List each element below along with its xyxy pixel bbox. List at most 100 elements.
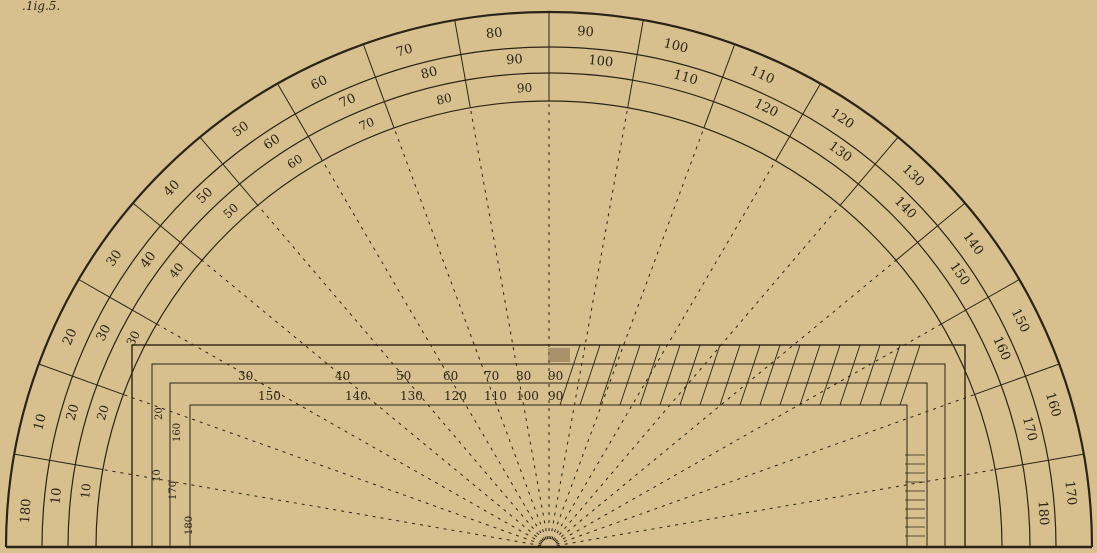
degree-ticks (14, 12, 1084, 471)
rect-tick (859, 344, 881, 406)
rect-top-label: 90 (548, 369, 563, 383)
outer-label: 170 (1061, 480, 1079, 506)
middle-label: 70 (337, 91, 358, 111)
rect-tick (879, 344, 901, 406)
rect-left-lower-label: 10 (152, 469, 163, 482)
middle-label: 20 (64, 402, 83, 422)
ray-70 (551, 127, 705, 540)
outer-label: 60 (309, 73, 330, 94)
inner-label: 80 (435, 91, 453, 108)
outer-label: 10 (31, 412, 50, 432)
middle-label: 110 (671, 67, 699, 88)
inner-label: 70 (357, 115, 377, 134)
rect-top-label: 60 (443, 369, 458, 383)
tick-50 (839, 136, 899, 206)
rect-tick (599, 344, 621, 406)
middle-label: 50 (194, 185, 216, 207)
tick-120 (277, 83, 323, 162)
ray-110 (393, 127, 547, 540)
outer-label: 140 (960, 229, 987, 258)
ray-20 (556, 393, 975, 545)
ray-40 (554, 259, 897, 543)
rect-bottom-label: 120 (444, 389, 467, 403)
outer-label: 150 (1008, 306, 1032, 335)
rect-tick (619, 344, 641, 406)
rect-tick (659, 344, 681, 406)
rect-tick (699, 344, 721, 406)
outer-label: 130 (899, 162, 927, 190)
inner-label: 50 (220, 201, 241, 222)
rect-left-upper-label: 20 (154, 407, 165, 420)
rect-left-upper-label: 160 (172, 423, 183, 442)
tick-170 (14, 453, 103, 471)
outer-label: 40 (161, 177, 183, 199)
inner-label: 90 (517, 81, 533, 96)
inner-scale-labels: 10 20 30 40 50 60 70 80 90 (78, 81, 532, 500)
ray-150 (156, 323, 543, 544)
rect-top-label: 50 (396, 369, 411, 383)
rect-bottom-label: 90 (548, 389, 563, 403)
tick-10 (995, 453, 1084, 471)
outer-label: 90 (577, 24, 595, 40)
rect-bottom-label: 140 (345, 389, 368, 403)
rect-left-lower-label: 180 (184, 516, 195, 535)
rect-bottom-label: 150 (258, 389, 281, 403)
ray-10 (556, 469, 996, 547)
dashed-rays (102, 101, 996, 547)
rect-bottom-label: 130 (400, 389, 423, 403)
rect-tick (559, 344, 581, 406)
rect-ticks (548, 344, 925, 537)
ray-100 (469, 107, 549, 540)
tick-110 (362, 44, 395, 129)
ray-160 (123, 393, 542, 545)
outer-label: 180 (18, 498, 35, 524)
rect-tick (639, 344, 661, 406)
middle-label: 40 (138, 249, 160, 271)
center-mark (548, 348, 570, 362)
middle-label: 90 (506, 52, 524, 68)
tick-60 (775, 83, 821, 162)
middle-label: 170 (1019, 415, 1040, 443)
rect-tick (719, 344, 741, 406)
rect-tick (739, 344, 761, 406)
tick-70 (703, 44, 736, 129)
tick-140 (132, 202, 203, 261)
tick-100 (454, 20, 471, 108)
scale-arc-3 (95, 100, 1003, 548)
rect-tick (799, 344, 821, 406)
rect-tick (839, 344, 861, 406)
ray-120 (322, 160, 546, 541)
rect-top-label: 40 (335, 369, 350, 383)
tick-20 (974, 363, 1060, 395)
outer-label: 80 (485, 26, 503, 43)
ray-60 (552, 160, 776, 541)
rect-tick (579, 344, 601, 406)
ray-50 (553, 205, 841, 542)
middle-label: 30 (94, 322, 115, 343)
tick-130 (199, 136, 259, 206)
rect-tick (899, 344, 921, 406)
rect-top-label: 70 (484, 369, 499, 383)
outer-label: 20 (60, 327, 80, 348)
ray-130 (257, 205, 545, 542)
rect-tick (679, 344, 701, 406)
rect-top-label: 80 (516, 369, 531, 383)
rect-frame-4 (189, 404, 908, 548)
ray-30 (555, 323, 942, 544)
inner-label: 40 (166, 260, 186, 281)
ray-170 (102, 469, 542, 547)
middle-label: 180 (1034, 500, 1051, 526)
figure-label: .1ig.5. (22, 0, 60, 13)
rect-bottom-label: 100 (516, 389, 539, 403)
tick-80 (627, 20, 644, 108)
inner-label: 60 (285, 152, 305, 172)
outer-label: 50 (230, 119, 252, 141)
inner-label: 10 (78, 483, 94, 500)
outer-label: 160 (1042, 391, 1063, 419)
rect-tick (779, 344, 801, 406)
middle-label: 60 (261, 132, 283, 154)
rect-top-label: 30 (238, 369, 253, 383)
